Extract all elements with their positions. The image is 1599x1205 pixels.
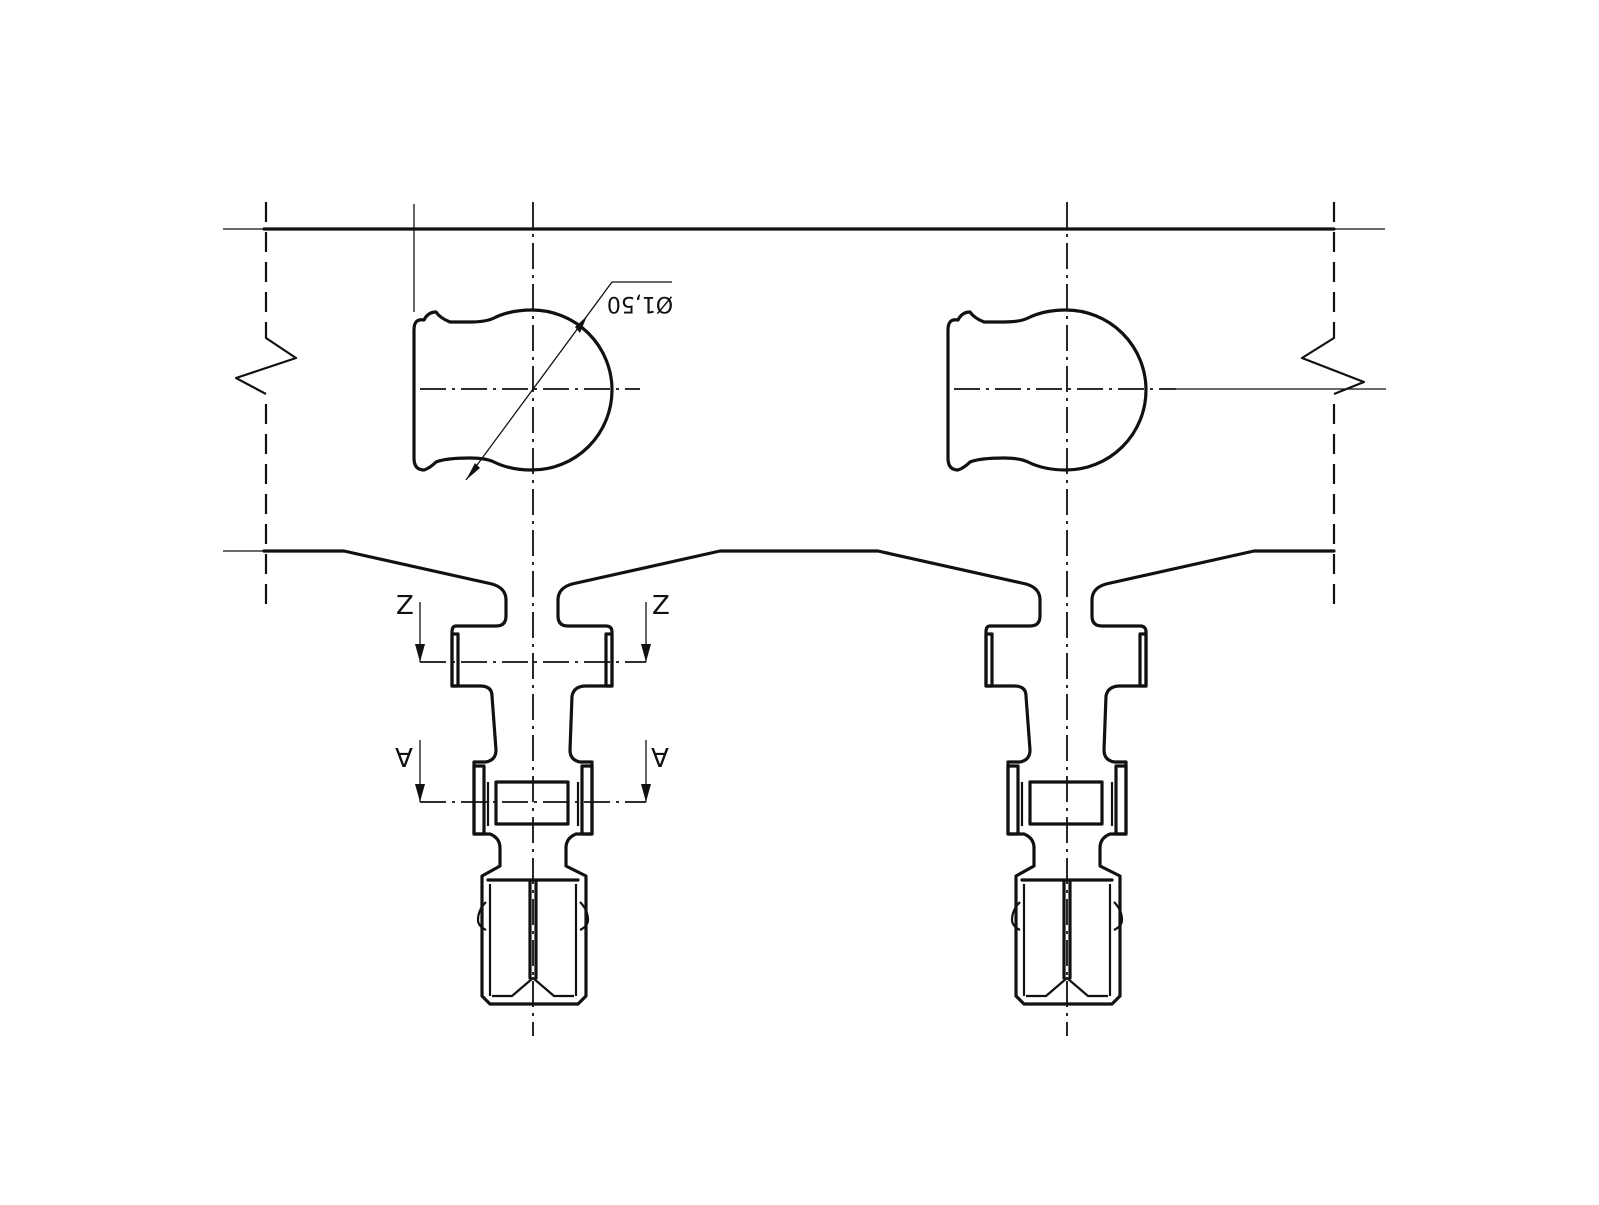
pilot-hole-right — [946, 308, 1148, 472]
section-z-z: Z Z — [396, 591, 670, 663]
break-line-left — [234, 202, 298, 610]
section-a-label-left: A — [395, 741, 413, 771]
strip-lower-contour — [262, 549, 1336, 1006]
contact-left-details — [450, 632, 614, 1006]
diameter-dimension: Ø1,50 — [465, 281, 673, 481]
break-line-right — [1300, 202, 1366, 610]
section-z-label-left: Z — [396, 591, 414, 621]
pilot-hole-left — [412, 308, 614, 472]
section-z-label-right: Z — [652, 591, 670, 621]
section-a-a: A A — [395, 740, 669, 803]
contact-right-details — [984, 632, 1148, 1006]
section-a-label-right: A — [651, 741, 669, 771]
diameter-label: Ø1,50 — [607, 291, 673, 316]
